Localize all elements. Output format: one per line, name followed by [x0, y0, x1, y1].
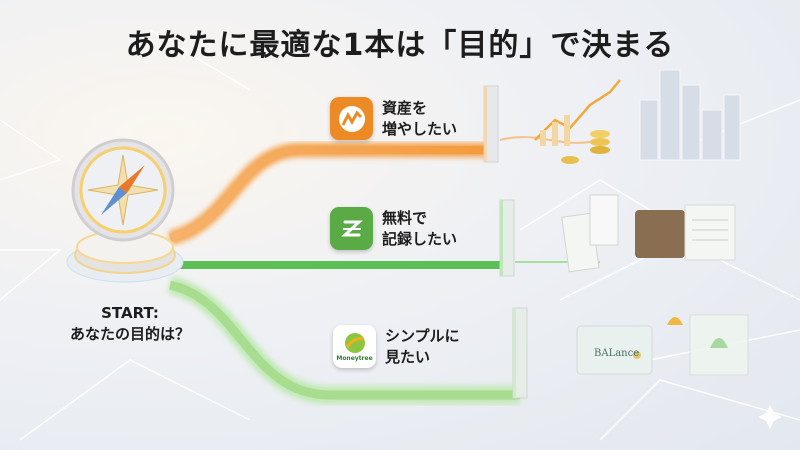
zaim-app-icon	[330, 207, 373, 250]
option-free-record: 無料で記録したい	[330, 207, 457, 250]
option-label-line2: 増やしたい	[382, 119, 458, 138]
moneytree-app-icon: Moneytree	[333, 325, 376, 368]
page-title: あなたに最適な1本は「目的」で決まる	[125, 28, 675, 63]
money-forward-app-icon	[330, 97, 373, 140]
investment-chart-illustration	[534, 79, 621, 164]
balance-wallet-illustration	[576, 314, 749, 376]
path-lightgreen	[167, 276, 520, 404]
option-label-line2: 記録したい	[382, 229, 458, 248]
option-label-line2: 見たい	[385, 347, 431, 366]
gate-3	[512, 307, 528, 399]
city-buildings-illustration	[639, 69, 741, 161]
gate-1	[483, 85, 499, 163]
start-label-line1: START:	[101, 304, 159, 322]
path-green	[180, 258, 600, 272]
start-label-line2: あなたの目的は？	[69, 325, 190, 343]
gate-2	[499, 199, 515, 277]
moneytree-icon-text: Moneytree	[336, 355, 373, 362]
option-simple-view: Moneytree シンプルに見たい	[333, 325, 460, 368]
option-label-line1: 資産を	[382, 98, 428, 117]
receipt-wallet-illustration	[561, 194, 736, 273]
sparkle-icon	[758, 405, 782, 429]
option-grow-assets: 資産を増やしたい	[330, 97, 457, 140]
option-label-line1: 無料で	[382, 208, 428, 227]
option-label-line1: シンプルに	[385, 326, 460, 345]
compass-illustration	[66, 138, 184, 283]
start-label: START: あなたの目的は？	[55, 303, 205, 345]
path-orange	[168, 136, 601, 245]
wallet-balance-text: BALance	[594, 348, 639, 359]
